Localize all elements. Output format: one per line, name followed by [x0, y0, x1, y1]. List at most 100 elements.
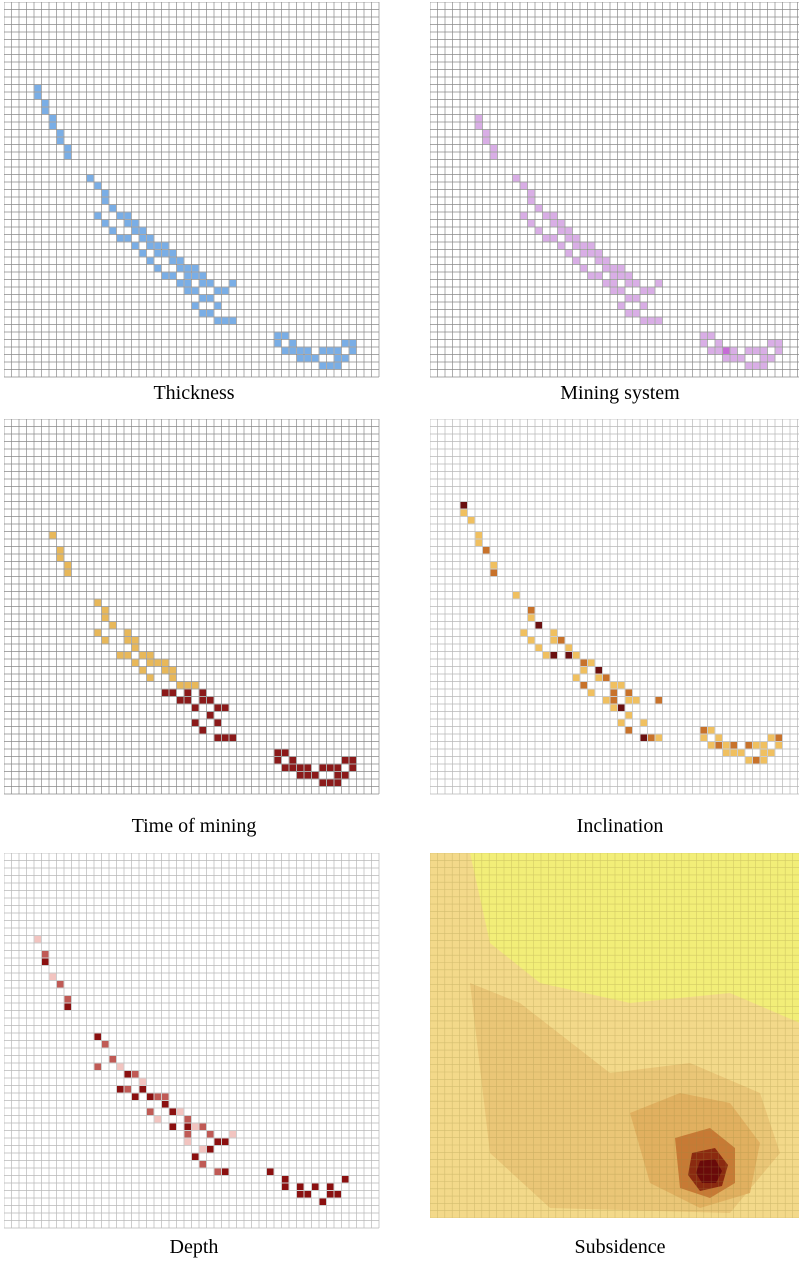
mining-system-cell: [573, 235, 580, 242]
depth-cell: [199, 1161, 206, 1168]
inclination-cell: [715, 734, 722, 741]
inclination-cell: [730, 742, 737, 749]
thickness-cell: [117, 235, 124, 242]
time-of-mining-grid: [4, 419, 384, 796]
thickness-cell: [222, 317, 229, 324]
inclination-cell: [625, 697, 632, 704]
thickness-cell: [312, 355, 319, 362]
thickness-cell: [132, 227, 139, 234]
thickness-cell: [334, 362, 341, 369]
inclination-cell: [640, 734, 647, 741]
time-cell: [342, 757, 349, 764]
thickness-cell: [154, 265, 161, 272]
time-cell: [289, 757, 296, 764]
time-cell: [207, 712, 214, 719]
subsidence-contour-6: [696, 1159, 722, 1183]
inclination-cell: [640, 719, 647, 726]
time-cell: [162, 667, 169, 674]
time-cell: [57, 554, 64, 561]
thickness-cell: [304, 355, 311, 362]
thickness-cell: [207, 295, 214, 302]
thickness-cell: [177, 257, 184, 264]
mining-system-cell: [535, 227, 542, 234]
thickness-cell: [162, 250, 169, 257]
depth-cell: [342, 1176, 349, 1183]
depth-cell: [222, 1168, 229, 1175]
inclination-cell: [490, 569, 497, 576]
inclination-cell: [550, 629, 557, 636]
depth-cell: [207, 1131, 214, 1138]
inclination-cell: [550, 637, 557, 644]
time-cell: [214, 734, 221, 741]
depth-cell: [154, 1093, 161, 1100]
mining-system-cell: [550, 220, 557, 227]
thickness-cell: [327, 362, 334, 369]
inclination-cell: [490, 562, 497, 569]
thickness-cell: [57, 137, 64, 144]
time-cell: [304, 764, 311, 771]
time-cell: [94, 599, 101, 606]
inclination-cell: [580, 682, 587, 689]
grid-lines: [4, 2, 380, 378]
mining-system-cell: [625, 310, 632, 317]
inclination-cell: [700, 727, 707, 734]
thickness-grid: [4, 2, 384, 379]
time-cell: [177, 697, 184, 704]
inclination-cell: [610, 689, 617, 696]
time-cell: [297, 764, 304, 771]
thickness-cell: [139, 250, 146, 257]
mining-system-cell: [625, 295, 632, 302]
mining-system-cell: [738, 355, 745, 362]
mining-system-cell: [768, 340, 775, 347]
inclination-cell: [535, 644, 542, 651]
inclination-cell: [753, 742, 760, 749]
mining-system-cell: [580, 242, 587, 249]
mining-system-caption: Mining system: [560, 382, 680, 404]
mining-system-cell: [588, 250, 595, 257]
time-cell: [102, 607, 109, 614]
thickness-cell: [184, 287, 191, 294]
depth-cell: [139, 1086, 146, 1093]
inclination-cell: [573, 674, 580, 681]
thickness-cell: [192, 265, 199, 272]
depth-cell: [327, 1183, 334, 1190]
thickness-cell: [304, 347, 311, 354]
grid-lines: [4, 419, 380, 795]
mining-system-cell: [490, 145, 497, 152]
thickness-cell: [169, 272, 176, 279]
time-cell: [222, 704, 229, 711]
time-cell: [192, 682, 199, 689]
mining-system-cell: [528, 197, 535, 204]
depth-cell: [184, 1116, 191, 1123]
thickness-cell: [297, 347, 304, 354]
time-cell: [207, 697, 214, 704]
inclination-cell: [760, 757, 767, 764]
thickness-cell: [349, 340, 356, 347]
grid-lines: [430, 2, 799, 378]
mining-system-cell: [543, 235, 550, 242]
inclination-cell: [618, 682, 625, 689]
thickness-cell: [124, 235, 131, 242]
time-cell: [319, 764, 326, 771]
time-cell: [334, 764, 341, 771]
thickness-cell: [64, 152, 71, 159]
time-cell: [312, 772, 319, 779]
depth-cell: [102, 1041, 109, 1048]
thickness-cell: [214, 287, 221, 294]
mining-system-cell: [610, 272, 617, 279]
inclination-cell: [745, 742, 752, 749]
mining-system-cell: [565, 227, 572, 234]
thickness-cell: [124, 212, 131, 219]
time-cell: [109, 622, 116, 629]
mining-system-cell: [528, 190, 535, 197]
thickness-cell: [199, 295, 206, 302]
inclination-cell: [460, 502, 467, 509]
mining-system-cell: [708, 347, 715, 354]
time-cell: [139, 667, 146, 674]
time-cell: [147, 674, 154, 681]
depth-cell: [34, 936, 41, 943]
inclination-cell: [528, 607, 535, 614]
inclination-cell: [580, 667, 587, 674]
inclination-cell: [550, 652, 557, 659]
mining-system-cell: [648, 287, 655, 294]
